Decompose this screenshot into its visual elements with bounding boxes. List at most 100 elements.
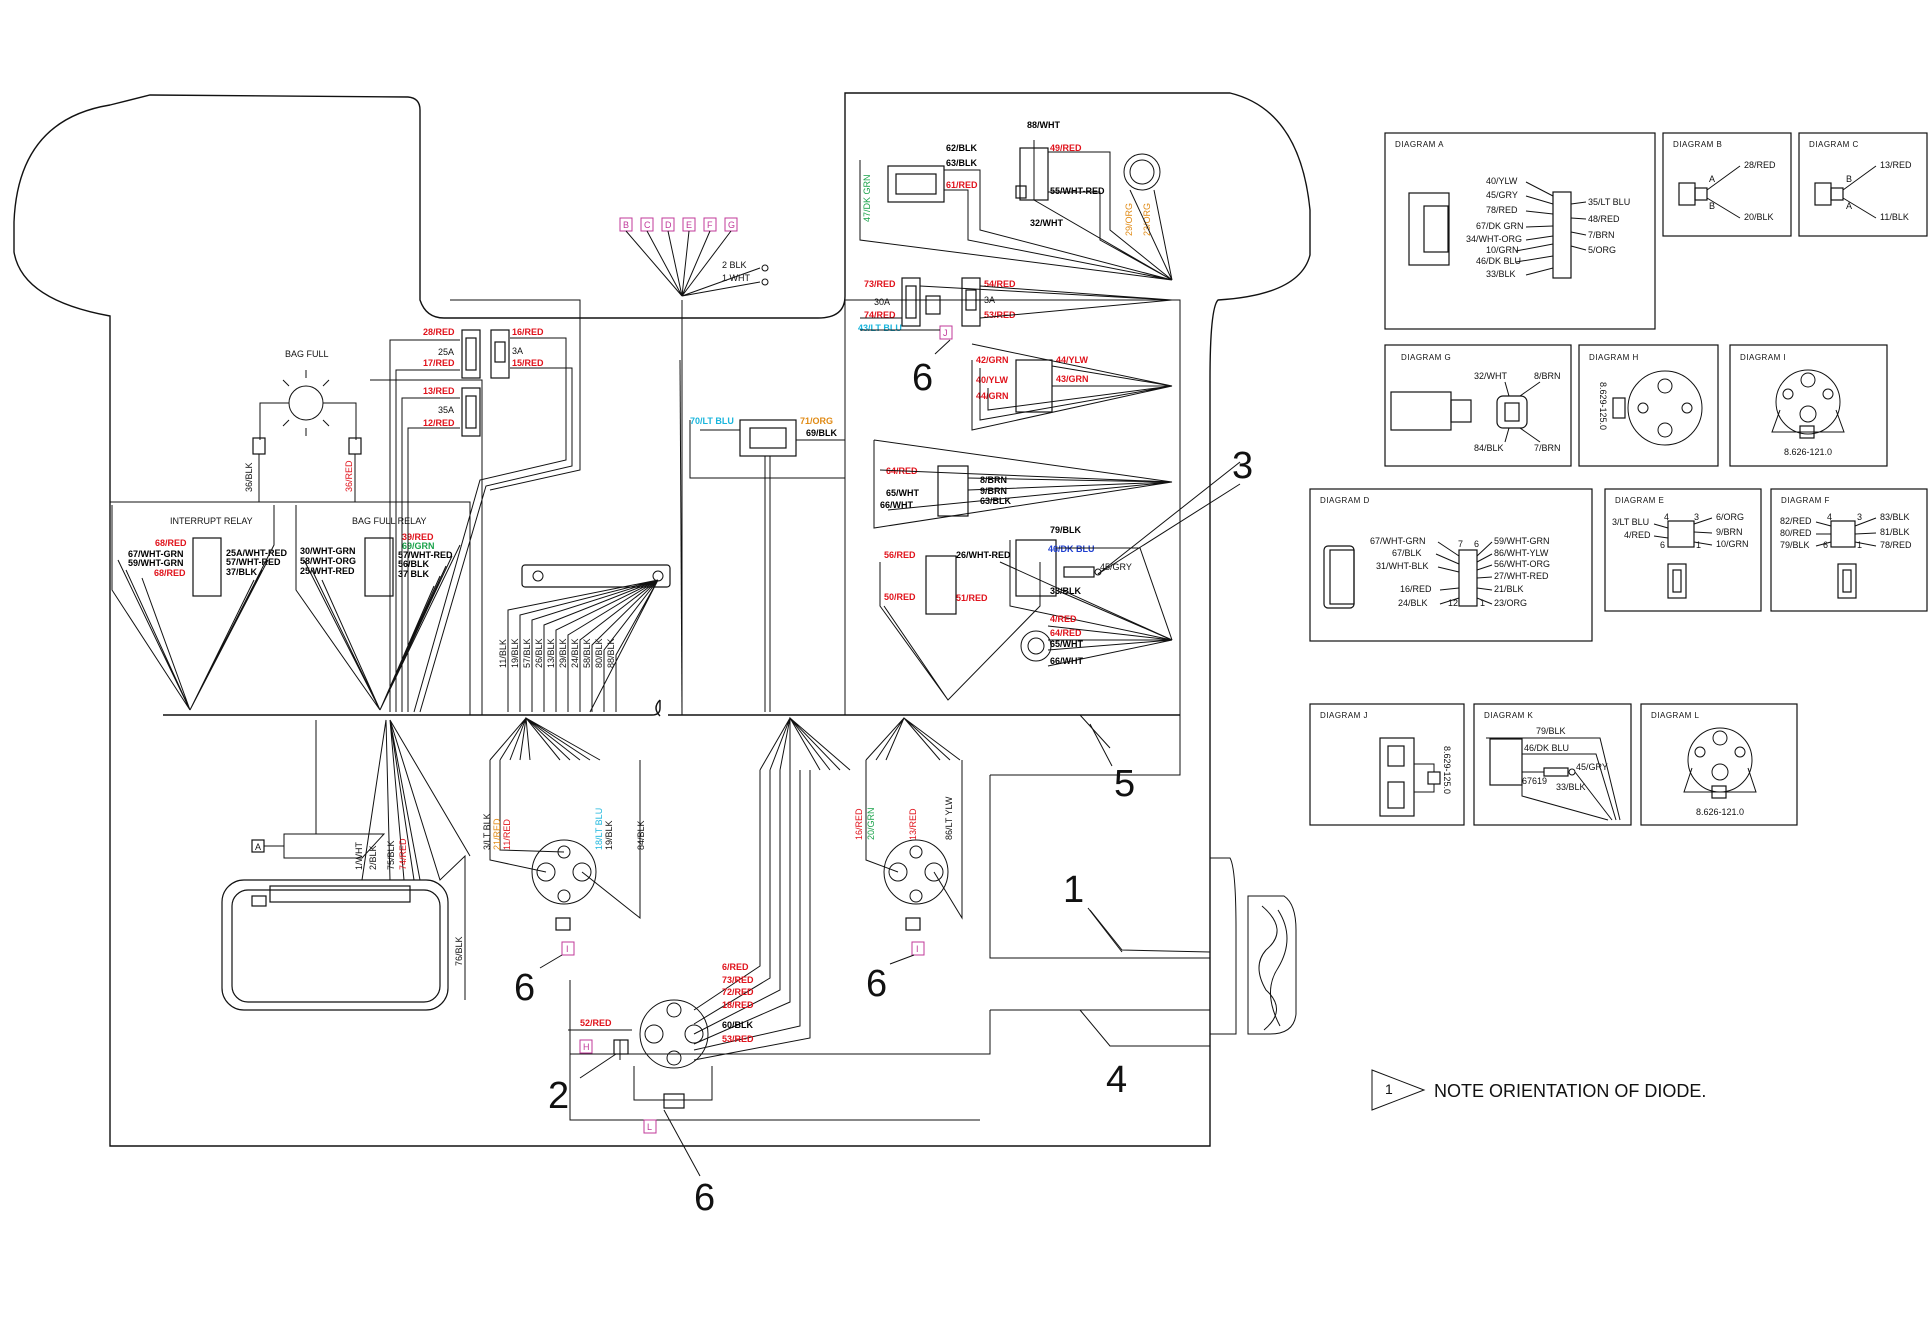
callout-3: 3: [1232, 445, 1253, 487]
w32wht: 32/WHT: [1030, 218, 1064, 228]
c-w1: 13/RED: [1880, 160, 1912, 170]
fuse-30a: 30A: [874, 297, 890, 307]
s2: 21/RED: [492, 818, 502, 850]
diagram-b-title: DIAGRAM B: [1673, 140, 1722, 149]
c-pb: A: [1846, 201, 1852, 211]
w33blk: 33/BLK: [1050, 586, 1082, 596]
tag-i1: I: [566, 944, 569, 954]
wire-36red-label: 36/RED: [344, 460, 354, 492]
s3: 11/RED: [502, 819, 512, 850]
diagram-b: DIAGRAM B 28/RED 20/BLK A B: [1662, 132, 1792, 237]
tag-b: B: [623, 220, 629, 230]
br-30: 30/WHT-GRN: [300, 546, 356, 556]
w53red: 53/RED: [984, 310, 1016, 320]
g2: 19/BLK: [510, 638, 520, 668]
g9: 80/BLK: [594, 638, 604, 668]
w55: 55/WHT-RED: [1050, 186, 1105, 196]
solenoid-right: 16/RED 20/GRN 13/RED 86/LT YLW I: [854, 717, 963, 956]
w51red: 51/RED: [956, 593, 988, 603]
d-r5: 21/BLK: [1494, 584, 1524, 594]
w56red: 56/RED: [884, 550, 916, 560]
fuse-cluster-left: 28/RED 16/RED 25A 3A 17/RED 15/RED 13/RE…: [389, 327, 573, 713]
g8: 58/BLK: [582, 638, 592, 668]
f-w1: 82/RED: [1780, 516, 1812, 526]
diagram-c: DIAGRAM C 13/RED 11/BLK B A: [1798, 132, 1928, 237]
e-w2: 4/RED: [1624, 530, 1651, 540]
tag-g: G: [728, 220, 735, 230]
diagram-f-title: DIAGRAM F: [1781, 496, 1830, 505]
a-l2: 45/GRY: [1486, 190, 1518, 200]
d-p1: 1: [1480, 598, 1485, 608]
note-number: 1: [1385, 1081, 1393, 1097]
solenoid-main: 6/RED 73/RED 72/RED 18/RED 60/BLK 53/RED…: [568, 716, 980, 1134]
k-part: 67619: [1522, 776, 1547, 786]
br-56: 56/BLK: [398, 559, 430, 569]
g-w2: 8/BRN: [1534, 371, 1561, 381]
w2blk: 2 BLK: [722, 260, 747, 270]
w71org: 71/ORG: [800, 416, 833, 426]
w43grn: 43/GRN: [1056, 374, 1089, 384]
w70lt: 70/LT BLU: [690, 416, 734, 426]
tag-j: J: [943, 328, 948, 338]
diagram-l: DIAGRAM L 8.626-121.0: [1640, 703, 1798, 826]
w28red: 28/RED: [423, 327, 455, 337]
s5: 19/BLK: [604, 820, 614, 850]
w63blk: 63/BLK: [946, 158, 978, 168]
f-p6: 6: [1823, 540, 1828, 550]
w16red: 16/RED: [512, 327, 544, 337]
k-w1: 79/BLK: [1536, 726, 1566, 736]
w17red: 17/RED: [423, 358, 455, 368]
w63blk2: 63/BLK: [980, 496, 1012, 506]
d-r1: 59/WHT-GRN: [1494, 536, 1550, 546]
ir-57: 57/WHT-RED: [226, 557, 281, 567]
w23org: 23/ORG: [1142, 203, 1152, 236]
f-p4: 4: [1827, 512, 1832, 522]
d-l2: 67/BLK: [1392, 548, 1422, 558]
br-37: 37 BLK: [398, 569, 430, 579]
b-w2: 20/BLK: [1744, 212, 1774, 222]
w8brn: 8/BRN: [980, 475, 1007, 485]
b2: 2/BLK: [368, 845, 378, 870]
b5: 76/BLK: [454, 936, 464, 966]
d-l3: 31/WHT-BLK: [1376, 561, 1429, 571]
diagram-g: DIAGRAM G 32/WHT 8/BRN 84/BLK 7/BRN: [1384, 344, 1572, 467]
a-l7: 46/DK BLU: [1476, 256, 1521, 266]
a-l8: 33/BLK: [1486, 269, 1516, 279]
g5: 13/BLK: [546, 638, 556, 668]
interrupt-relay-label: INTERRUPT RELAY: [170, 516, 253, 526]
m60: 60/BLK: [722, 1020, 754, 1030]
m53: 53/RED: [722, 1034, 754, 1044]
s8: 20/GRN: [866, 807, 876, 840]
ir-68b: 68/RED: [154, 568, 186, 578]
g-w4: 7/BRN: [1534, 443, 1561, 453]
c-w2: 11/BLK: [1880, 212, 1909, 222]
interrupt-relay: INTERRUPT RELAY 68/RED 67/WHT-GRN 59/WHT…: [111, 505, 288, 711]
solenoid-left: 3/LT BLK 21/RED 11/RED 18/LT BLU 19/BLK …: [482, 717, 646, 956]
top-right-components: 62/BLK 63/BLK 61/RED 47/DK GRN 88/WHT 49…: [859, 120, 1173, 281]
e-p3: 3: [1694, 512, 1699, 522]
m73: 73/RED: [722, 975, 754, 985]
ir-68red: 68/RED: [155, 538, 187, 548]
w40ylw: 40/YLW: [976, 375, 1009, 385]
diagram-e-title: DIAGRAM E: [1615, 496, 1664, 505]
f-w4: 83/BLK: [1880, 512, 1910, 522]
callout-6c: 6: [866, 963, 887, 1005]
a-r1: 35/LT BLU: [1588, 197, 1630, 207]
f-w3: 79/BLK: [1780, 540, 1810, 550]
relay-64: 64/RED 8/BRN 9/BRN 65/WHT 63/BLK 66/WHT: [873, 439, 1173, 529]
callout-6b: 6: [514, 967, 535, 1009]
w47grn: 47/DK GRN: [862, 174, 872, 222]
d-r2: 86/WHT-YLW: [1494, 548, 1549, 558]
w29org: 29/ORG: [1124, 203, 1134, 236]
diagram-c-title: DIAGRAM C: [1809, 140, 1859, 149]
br-69: 69/GRN: [402, 541, 435, 551]
a-l4: 67/DK GRN: [1476, 221, 1524, 231]
diagram-h: DIAGRAM H 8.629-125.0: [1578, 344, 1719, 467]
c-pa: B: [1846, 174, 1852, 184]
callouts: 1 2 3 4 5 6 6 6 6: [514, 339, 1253, 1219]
callout-6d: 6: [694, 1177, 715, 1219]
d-r3: 56/WHT-ORG: [1494, 559, 1550, 569]
d-l4: 16/RED: [1400, 584, 1432, 594]
callout-2: 2: [548, 1075, 569, 1117]
